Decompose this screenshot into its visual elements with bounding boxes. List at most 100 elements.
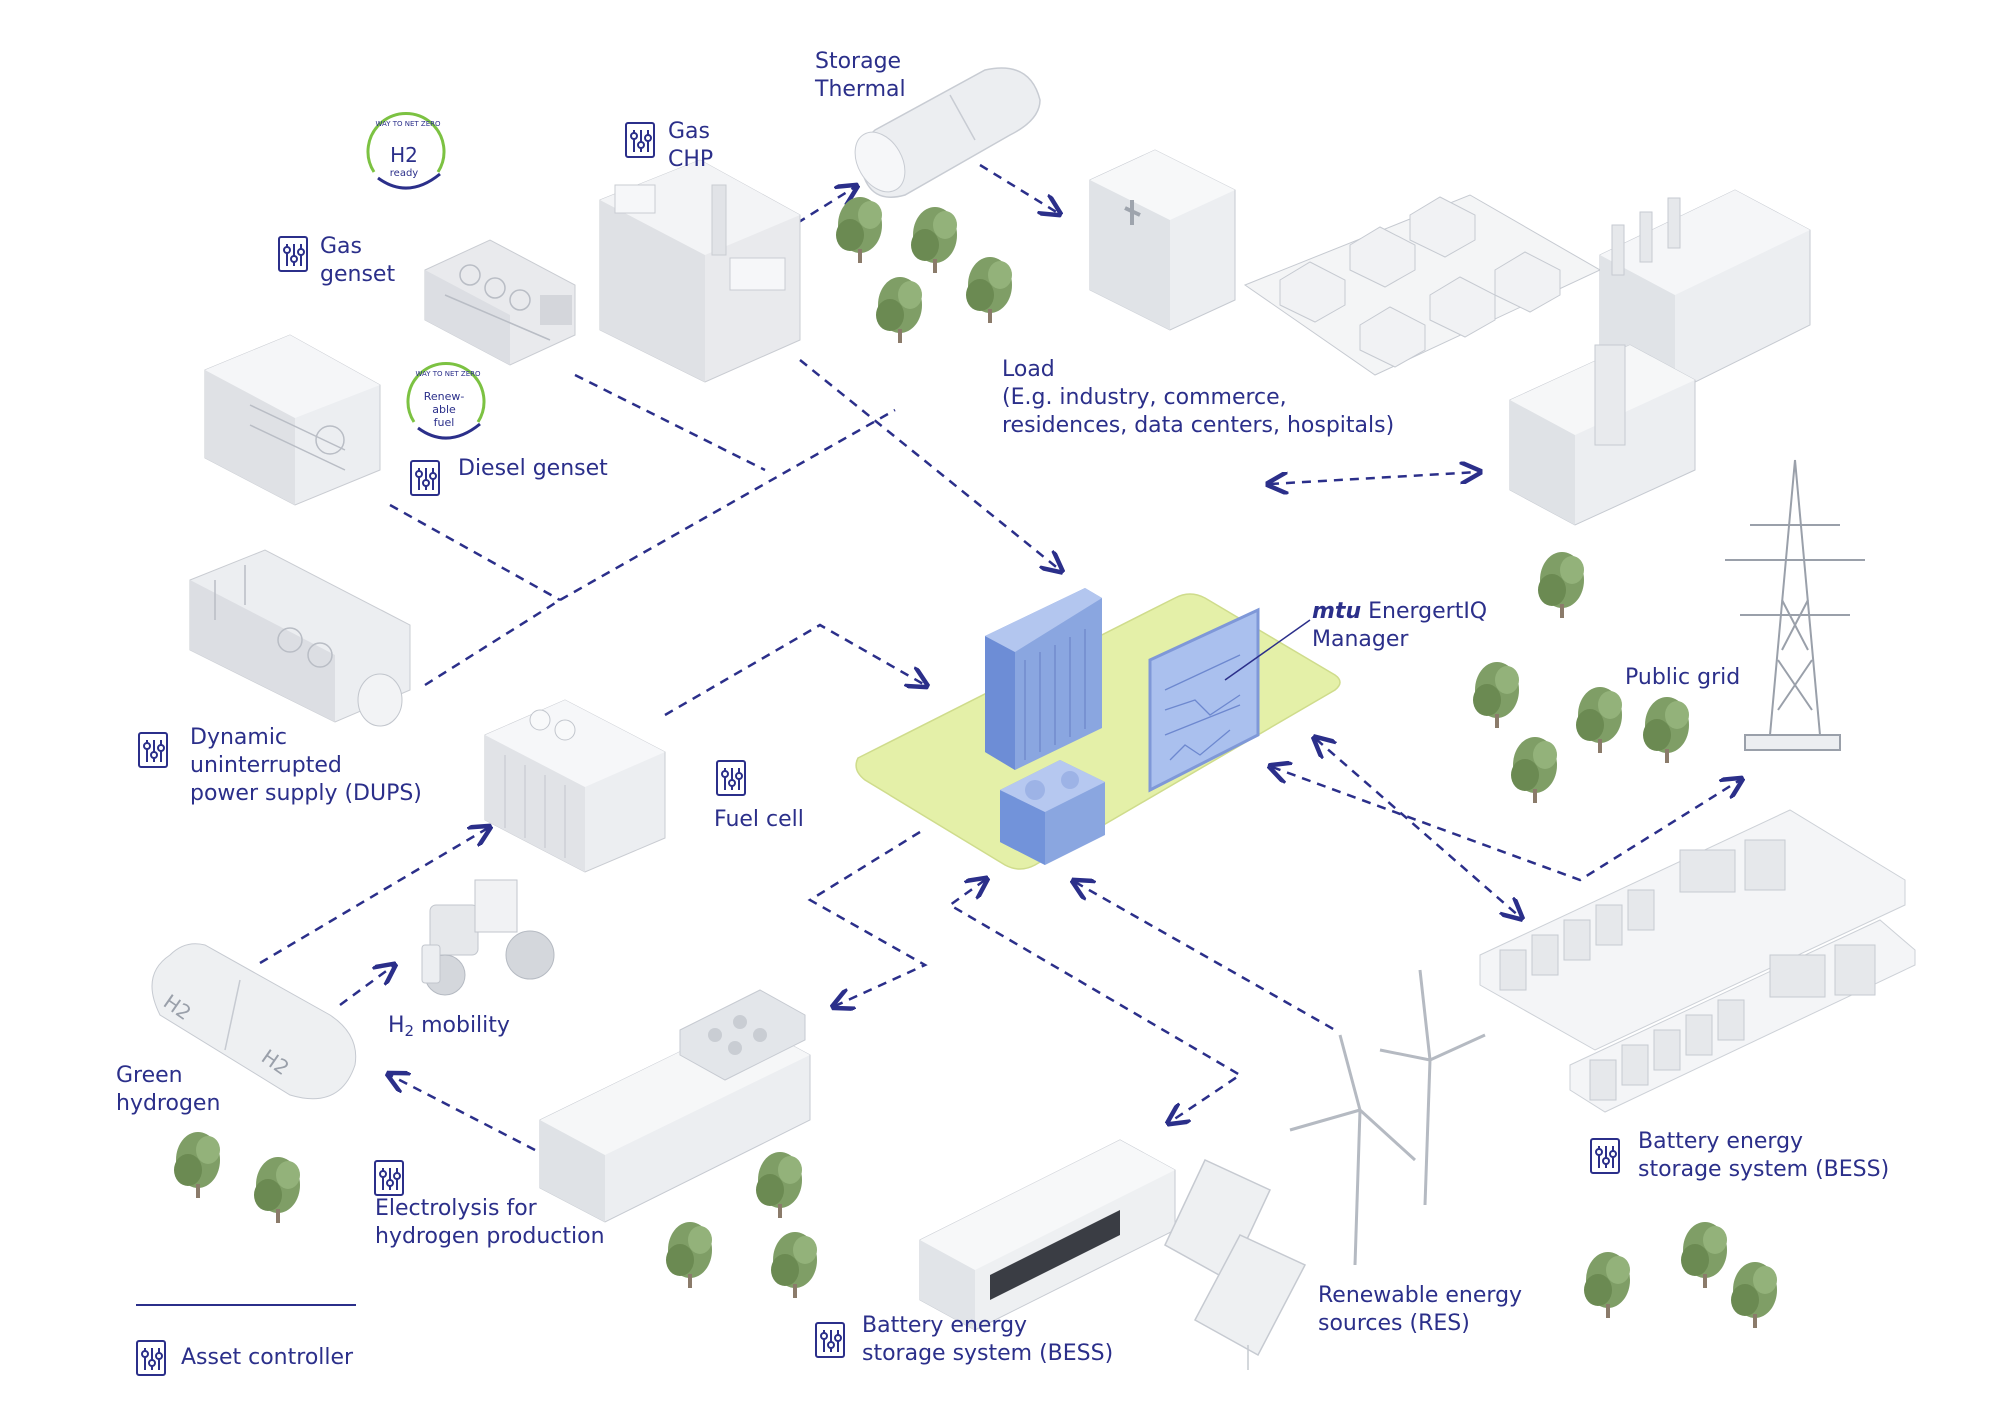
label-line: uninterrupted [190, 753, 342, 778]
gas-chp-unit [599, 159, 801, 383]
label-green-hydrogen: Green hydrogen [116, 1062, 220, 1118]
link-electrolysis-hydrogen [390, 1075, 536, 1152]
label-electrolysis: Electrolysis for hydrogen production [375, 1195, 605, 1251]
label-bess-right: Battery energy storage system (BESS) [1638, 1128, 1889, 1184]
label-line: Asset controller [181, 1345, 354, 1370]
label-line: Gas [320, 234, 362, 259]
link-manager-grid [1272, 767, 1740, 882]
power-pylon-icon [1725, 459, 1865, 751]
label-diesel-genset: Diesel genset [458, 455, 608, 483]
label-res: Renewable energy sources (RES) [1318, 1282, 1522, 1338]
solar-panel-icon [1164, 1159, 1307, 1370]
manager-screen [1148, 607, 1311, 793]
h2-mobility-sub: 2 [404, 1022, 415, 1040]
label-line: Thermal [815, 77, 906, 102]
label-line: mtu EnergertIQ [1312, 598, 1487, 626]
link-res-manager [1075, 882, 1336, 1032]
houses-cluster [1243, 194, 1602, 376]
legend-asset-controller: Asset controller [181, 1344, 353, 1372]
manager-engine-unit [1000, 760, 1105, 865]
label-line: Fuel cell [714, 807, 804, 832]
label-gas-genset: Gas genset [320, 233, 395, 289]
link-manager-bess-right [1316, 739, 1520, 917]
manager-name-1: EnergertIQ [1368, 599, 1488, 624]
manager-brand: mtu [1312, 599, 1362, 624]
hospital-building [1089, 149, 1236, 331]
asset-controller-icon [1590, 1138, 1620, 1174]
link-res-manager-2 [947, 880, 1243, 1122]
renewable-fuel-line2: able [432, 403, 456, 416]
label-h2-mobility: H2 mobility [388, 1012, 510, 1045]
label-fuel-cell: Fuel cell [714, 806, 804, 834]
label-manager: mtu EnergertIQ Manager [1312, 598, 1487, 654]
h2-mobility-prefix: H [388, 1013, 405, 1038]
label-dups: Dynamic uninterrupted power supply (DUPS… [190, 724, 422, 808]
wind-turbine-icon [1289, 969, 1486, 1266]
bess-bottom-container [919, 1139, 1176, 1331]
dups-unit [189, 549, 411, 727]
h2-tractor [421, 879, 555, 996]
label-line: hydrogen production [375, 1224, 605, 1249]
manager-cabinet [985, 588, 1102, 770]
asset-controller-icon [625, 122, 655, 158]
label-line: Diesel genset [458, 456, 608, 481]
asset-controller-icon [138, 732, 168, 768]
h2-ready-badge: WAY TO NET ZERO H2 ready [360, 108, 456, 204]
h2-ready-main: H2 [390, 143, 418, 167]
label-public-grid: Public grid [1625, 664, 1740, 692]
label-load: Load (E.g. industry, commerce, residence… [1002, 356, 1394, 440]
label-line: storage system (BESS) [862, 1341, 1114, 1366]
label-line: power supply (DUPS) [190, 781, 422, 806]
label-line: Green [116, 1063, 183, 1088]
link-hydrogen-fuelcell [259, 828, 488, 965]
asset-controller-icon [136, 1340, 166, 1376]
electrolysis-container [539, 989, 811, 1223]
label-line: H2 mobility [388, 1012, 510, 1045]
link-hydrogen-mobility [339, 966, 393, 1007]
h2-mobility-suffix: mobility [414, 1013, 510, 1038]
link-fuelcell-manager [664, 623, 925, 717]
label-line: storage system (BESS) [1638, 1157, 1890, 1182]
link-gasgenset-junction [574, 373, 766, 472]
link-storage-load [979, 163, 1058, 213]
link-manager-bess-bottom [807, 830, 928, 1006]
label-line: (E.g. industry, commerce, [1002, 385, 1287, 410]
label-line: genset [320, 262, 396, 287]
legend-divider [136, 1304, 356, 1306]
link-diesel-junction [389, 503, 561, 602]
storage-thermal-tank [854, 67, 1041, 198]
manager-name-2: Manager [1312, 627, 1409, 652]
link-dups-junction [424, 598, 561, 687]
renewable-fuel-line3: fuel [434, 416, 455, 429]
label-bess-bottom: Battery energy storage system (BESS) [862, 1312, 1113, 1368]
h2-ready-arc: WAY TO NET ZERO [375, 120, 441, 128]
label-line: Public grid [1625, 665, 1741, 690]
fuel-cell-unit [484, 699, 666, 873]
label-storage-thermal: Storage Thermal [815, 48, 906, 104]
link-load-manager [1270, 472, 1478, 484]
factory-building [1599, 189, 1811, 393]
label-line: sources (RES) [1318, 1311, 1470, 1336]
label-line: Renewable energy [1318, 1283, 1523, 1308]
diesel-genset-unit [204, 334, 381, 506]
asset-controller-icon [716, 760, 746, 796]
label-line: Battery energy [862, 1313, 1028, 1338]
h2-ready-sub: ready [390, 168, 419, 179]
label-line: Gas [668, 119, 710, 144]
label-line: Storage [815, 49, 902, 74]
label-line: hydrogen [116, 1091, 221, 1116]
label-line: Battery energy [1638, 1129, 1804, 1154]
asset-controller-icon [278, 236, 308, 272]
asset-controller-icon [410, 460, 440, 496]
connection-lines [259, 163, 1740, 1152]
label-line: Electrolysis for [375, 1196, 537, 1221]
link-gaschp-manager [799, 359, 1060, 570]
renewable-fuel-badge: WAY TO NET ZERO Renew- able fuel [400, 358, 496, 454]
link-junction-gaschp [559, 408, 896, 602]
bess-right-yard [1479, 809, 1916, 1113]
asset-controller-icon [815, 1322, 845, 1358]
renewable-fuel-arc: WAY TO NET ZERO [415, 370, 481, 378]
asset-controller-icon [374, 1160, 404, 1196]
label-line: Dynamic [190, 725, 288, 750]
